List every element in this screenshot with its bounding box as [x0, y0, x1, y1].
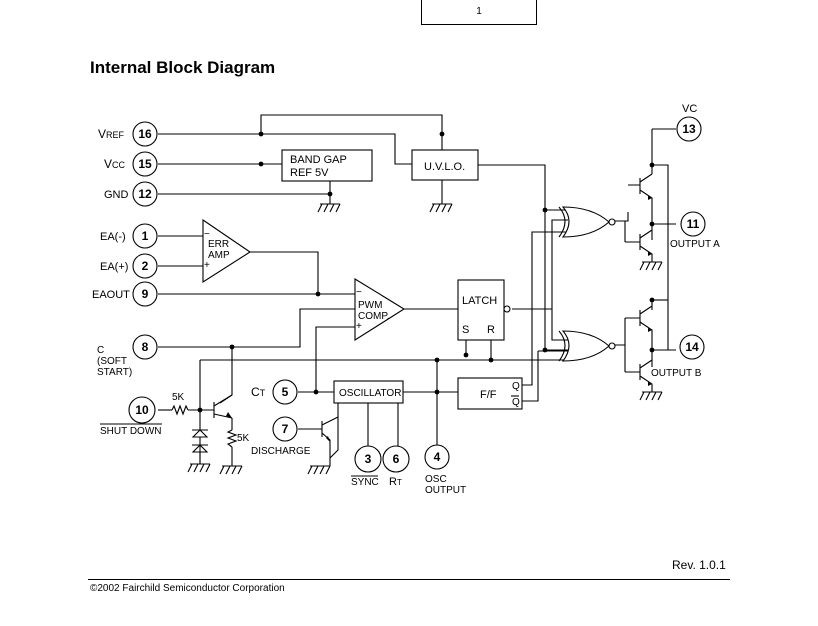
pin-12-number: 12: [138, 187, 152, 201]
pin-8-label-line2: (SOFT: [97, 356, 127, 367]
pin-16-number: 16: [138, 127, 152, 141]
pin-3-label: SYNC: [351, 477, 379, 488]
junction-dots: [197, 131, 655, 413]
latch-r-label: R: [487, 324, 495, 336]
pin-9-label: EAOUT: [92, 289, 130, 301]
pin-15-label: VCC: [104, 157, 126, 171]
header-box-text: 1: [476, 6, 482, 17]
footer-divider: [88, 579, 730, 580]
pin-8-label-line1: C: [97, 345, 104, 356]
pin-1-number: 1: [142, 229, 149, 243]
pin-9-number: 9: [142, 287, 149, 301]
pin-6: 6: [382, 445, 410, 473]
pin-16-label: VREF: [98, 127, 125, 141]
pin-1: 1: [132, 223, 158, 249]
err-amp-minus: −: [204, 229, 210, 240]
pin-3-number: 3: [365, 452, 372, 466]
copyright-text: ©2002 Fairchild Semiconductor Corporatio…: [90, 583, 285, 594]
flipflop-q-label: Q: [512, 381, 520, 392]
oscillator-label: OSCILLATOR: [339, 388, 401, 399]
resistor-bottom-label: 5K: [237, 433, 250, 444]
pin-10-number: 10: [135, 403, 149, 417]
pin-13-number: 13: [682, 122, 696, 136]
pin-14-label: OUTPUT B: [651, 368, 702, 379]
pin-12: 12: [132, 181, 158, 207]
pin-3: 3: [354, 445, 382, 473]
pin-8-label-line3: START): [97, 367, 132, 378]
pin-14-number: 14: [685, 340, 699, 354]
pin-16: 16: [132, 121, 158, 147]
page-title: Internal Block Diagram: [90, 58, 276, 77]
pin-13-label: VC: [682, 103, 697, 115]
pin-15: 15: [132, 151, 158, 177]
flipflop-label: F/F: [480, 389, 497, 401]
discrete-components: [171, 196, 652, 466]
bandgap-block: BAND GAP REF 5V: [281, 149, 373, 182]
revision-label: Rev. 1.0.1: [672, 558, 726, 572]
latch-block: LATCH S R: [457, 279, 511, 341]
pin-7: 7: [272, 416, 298, 442]
pin-4-label-line1: OSC: [425, 474, 447, 485]
pin-10: 10: [128, 396, 156, 424]
err-amp-label-line1: ERR: [208, 239, 229, 250]
header-box: 1: [421, 0, 537, 25]
err-amp-plus: +: [204, 260, 210, 271]
nor-gate-a: [558, 206, 616, 238]
wires: [158, 114, 676, 466]
uvlo-label: U.V.L.O.: [424, 161, 465, 173]
bandgap-label-line1: BAND GAP: [290, 154, 347, 166]
flipflop-block: F/F Q Q: [457, 377, 523, 410]
err-amp-block: − + ERR AMP: [202, 218, 251, 284]
pin-5-label: CT: [251, 385, 266, 399]
latch-label: LATCH: [462, 295, 497, 307]
pin-13: 13: [676, 116, 702, 142]
pin-4: 4: [424, 444, 450, 470]
flipflop-qbar-label: Q: [512, 397, 520, 408]
pin-8: 8: [132, 334, 158, 360]
pin-5-number: 5: [282, 385, 289, 399]
oscillator-block: OSCILLATOR: [333, 380, 404, 404]
pin-7-number: 7: [282, 422, 289, 436]
pwm-comp-minus: −: [356, 287, 362, 298]
pin-5: 5: [272, 379, 298, 405]
pin-2-number: 2: [142, 259, 149, 273]
pin-14: 14: [679, 334, 705, 360]
pin-12-label: GND: [104, 189, 129, 201]
pwm-comp-block: − + PWM COMP.: [354, 278, 406, 341]
pwm-comp-label-line2: COMP.: [358, 311, 390, 322]
pin-2-label: EA(+): [100, 261, 128, 273]
pin-4-number: 4: [434, 450, 441, 464]
pin-11: 11: [680, 211, 706, 237]
pin-labels: VREF VCC GND EA(-) EA(+) EAOUT C (SOFT S…: [92, 103, 720, 496]
pin-1-label: EA(-): [100, 231, 126, 243]
nor-gate-b: [558, 330, 616, 362]
uvlo-block: U.V.L.O.: [411, 149, 479, 181]
pin-11-number: 11: [687, 217, 700, 231]
pin-4-label-line2: OUTPUT: [425, 485, 466, 496]
pin-10-label: SHUT DOWN: [100, 426, 161, 437]
bandgap-label-line2: REF 5V: [290, 167, 329, 179]
pin-8-number: 8: [142, 340, 149, 354]
pin-6-number: 6: [393, 452, 400, 466]
pin-6-label: RT: [389, 476, 402, 488]
err-amp-label-line2: AMP: [208, 250, 230, 261]
pin-9: 9: [132, 281, 158, 307]
pin-2: 2: [132, 253, 158, 279]
pwm-comp-plus: +: [356, 321, 362, 332]
pin-7-label: DISCHARGE: [251, 446, 311, 457]
resistor-top-label: 5K: [172, 392, 185, 403]
pin-15-number: 15: [138, 157, 152, 171]
latch-s-label: S: [462, 324, 469, 336]
pwm-comp-label-line1: PWM: [358, 300, 382, 311]
pin-11-label: OUTPUT A: [670, 239, 720, 250]
